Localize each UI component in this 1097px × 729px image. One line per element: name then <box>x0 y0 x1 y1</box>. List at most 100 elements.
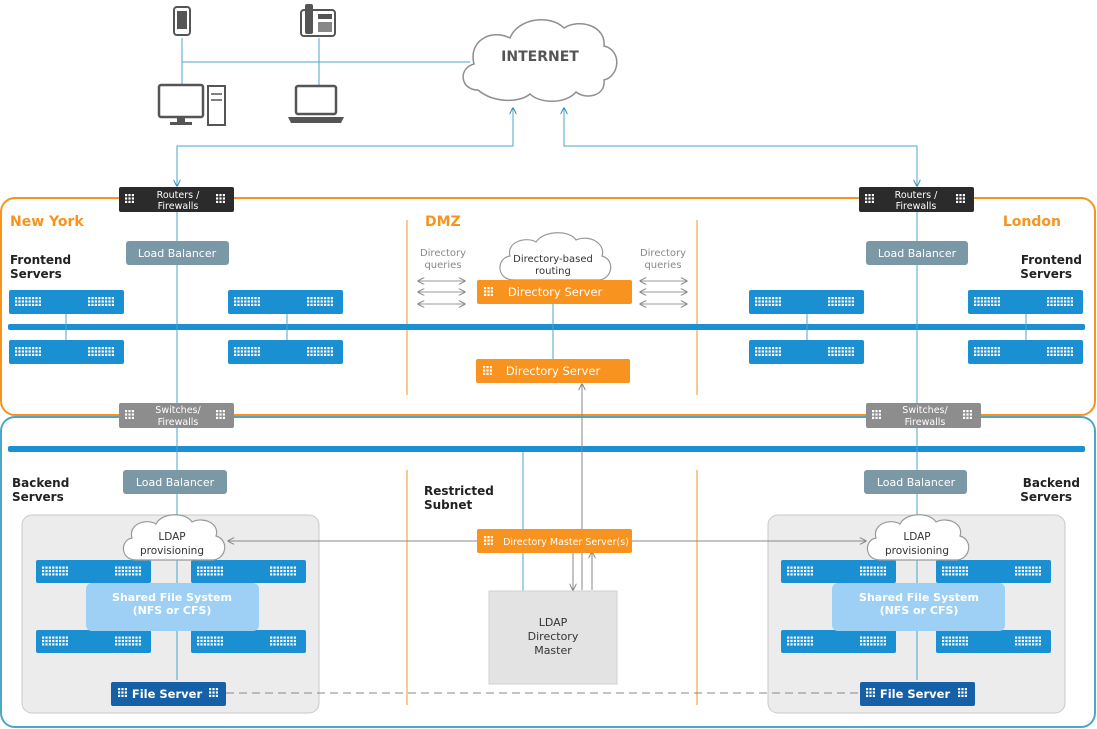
switch-right: Switches/ Firewalls <box>866 403 981 428</box>
switch-left-label-1: Switches/ <box>155 405 201 416</box>
frontend-server <box>9 340 124 364</box>
port-grid-icon <box>958 688 967 697</box>
frontend-server <box>749 290 864 314</box>
port-grid-icon <box>42 566 68 576</box>
mobile-phone-icon <box>173 6 191 36</box>
port-grid-icon <box>828 297 854 306</box>
query-arrows-right <box>640 281 687 304</box>
router-right: Routers / Firewalls <box>859 187 974 212</box>
port-grid-icon <box>872 410 881 419</box>
frontend-server <box>749 340 864 364</box>
routing-label-1: Directory-based <box>513 254 593 265</box>
queries-left-label-2: queries <box>424 260 461 271</box>
backend-right-label-1: Backend <box>1023 476 1080 490</box>
desktop-computer-icon <box>157 83 226 126</box>
directory-server-2-label: Directory Server <box>506 364 601 378</box>
frontend-bus <box>8 324 1085 330</box>
backend-left-label-1: Backend <box>12 476 69 490</box>
frontend-right-label-2: Servers <box>1020 267 1072 281</box>
load-balancer-label: Load Balancer <box>136 476 215 489</box>
router-right-label-1: Routers / <box>895 190 938 201</box>
zone-new-york: New York <box>10 214 84 230</box>
port-grid-icon <box>787 636 813 646</box>
internet-to-ny <box>177 108 513 186</box>
port-grid-icon <box>974 347 1000 356</box>
load-balancer-ny-front: Load Balancer <box>126 241 229 265</box>
query-arrows-left <box>418 281 465 304</box>
port-grid-icon <box>942 636 968 646</box>
ldap-master-label-1: LDAP <box>539 616 568 629</box>
port-grid-icon <box>234 347 260 356</box>
front-zone-border <box>0 197 1096 416</box>
backend-server <box>191 630 306 653</box>
frontend-server <box>228 290 343 314</box>
device-connection <box>181 38 470 63</box>
internet-to-london <box>564 108 917 186</box>
router-left: Routers / Firewalls <box>119 187 234 212</box>
port-grid-icon <box>307 347 333 356</box>
port-grid-icon <box>755 297 781 306</box>
port-grid-icon <box>828 347 854 356</box>
restricted-label-1: Restricted <box>424 484 494 498</box>
frontend-servers <box>9 290 1083 364</box>
switch-left: Switches/ Firewalls <box>119 403 234 428</box>
file-server-label: File Server <box>880 687 951 701</box>
zone-london: London <box>1003 214 1061 230</box>
port-grid-icon <box>755 347 781 356</box>
internet-cloud: INTERNET <box>462 19 618 102</box>
port-grid-icon <box>860 636 886 646</box>
port-grid-icon <box>115 566 141 576</box>
port-grid-icon <box>787 566 813 576</box>
port-grid-icon <box>88 297 114 306</box>
shared-fs-label-1: Shared File System <box>859 591 979 604</box>
shared-fs-label-2: (NFS or CFS) <box>133 604 212 617</box>
directory-server-2: Directory Server <box>476 359 630 383</box>
router-left-label-1: Routers / <box>157 190 200 201</box>
backend-server <box>36 630 151 653</box>
laptop-icon <box>288 84 344 123</box>
backend-right-label-2: Servers <box>1020 490 1072 504</box>
backend-server <box>936 630 1051 653</box>
shared-fs-label-1: Shared File System <box>112 591 232 604</box>
port-grid-icon <box>118 688 127 697</box>
port-grid-icon <box>125 194 134 203</box>
port-grid-icon <box>1047 347 1073 356</box>
backend-left-label-2: Servers <box>12 490 64 504</box>
backend-bus <box>8 446 1085 452</box>
port-grid-icon <box>197 636 223 646</box>
zone-dmz: DMZ <box>425 214 461 230</box>
ldap-master-label-3: Master <box>534 644 572 657</box>
ldap-directory-master: LDAP Directory Master <box>488 590 618 685</box>
frontend-server <box>968 340 1083 364</box>
load-balancer-label: Load Balancer <box>877 476 956 489</box>
port-grid-icon <box>483 366 492 375</box>
port-grid-icon <box>974 297 1000 306</box>
port-grid-icon <box>484 287 493 296</box>
restricted-label-2: Subnet <box>424 498 472 512</box>
ldap-provisioning-label-2: provisioning <box>140 545 204 557</box>
ldap-master-label-2: Directory <box>528 630 579 643</box>
load-balancer-label: Load Balancer <box>878 247 957 260</box>
directory-routing-cloud: Directory-based routing <box>499 232 612 281</box>
frontend-server <box>9 290 124 314</box>
port-grid-icon <box>484 536 493 545</box>
switch-right-label-1: Switches/ <box>902 405 948 416</box>
queries-right-label-2: queries <box>644 260 681 271</box>
queries-right-label-1: Directory <box>640 248 686 259</box>
frontend-right-label-1: Frontend <box>1021 253 1082 267</box>
port-grid-icon <box>1015 566 1041 576</box>
back-zone-border <box>0 416 1096 728</box>
ldap-provisioning-label-2: provisioning <box>885 545 949 557</box>
backend-servers <box>36 560 1051 653</box>
backend-server <box>36 560 151 583</box>
backend-server <box>936 560 1051 583</box>
shared-file-system-right: Shared File System (NFS or CFS) <box>832 583 1005 631</box>
backend-server <box>781 560 896 583</box>
frontend-left-label-2: Servers <box>10 267 62 281</box>
frontend-server <box>228 340 343 364</box>
port-grid-icon <box>270 566 296 576</box>
switch-left-label-2: Firewalls <box>158 417 199 428</box>
port-grid-icon <box>209 688 218 697</box>
desk-phone-icon <box>300 4 336 37</box>
ldap-provisioning-cloud-left: LDAP provisioning <box>122 514 226 561</box>
